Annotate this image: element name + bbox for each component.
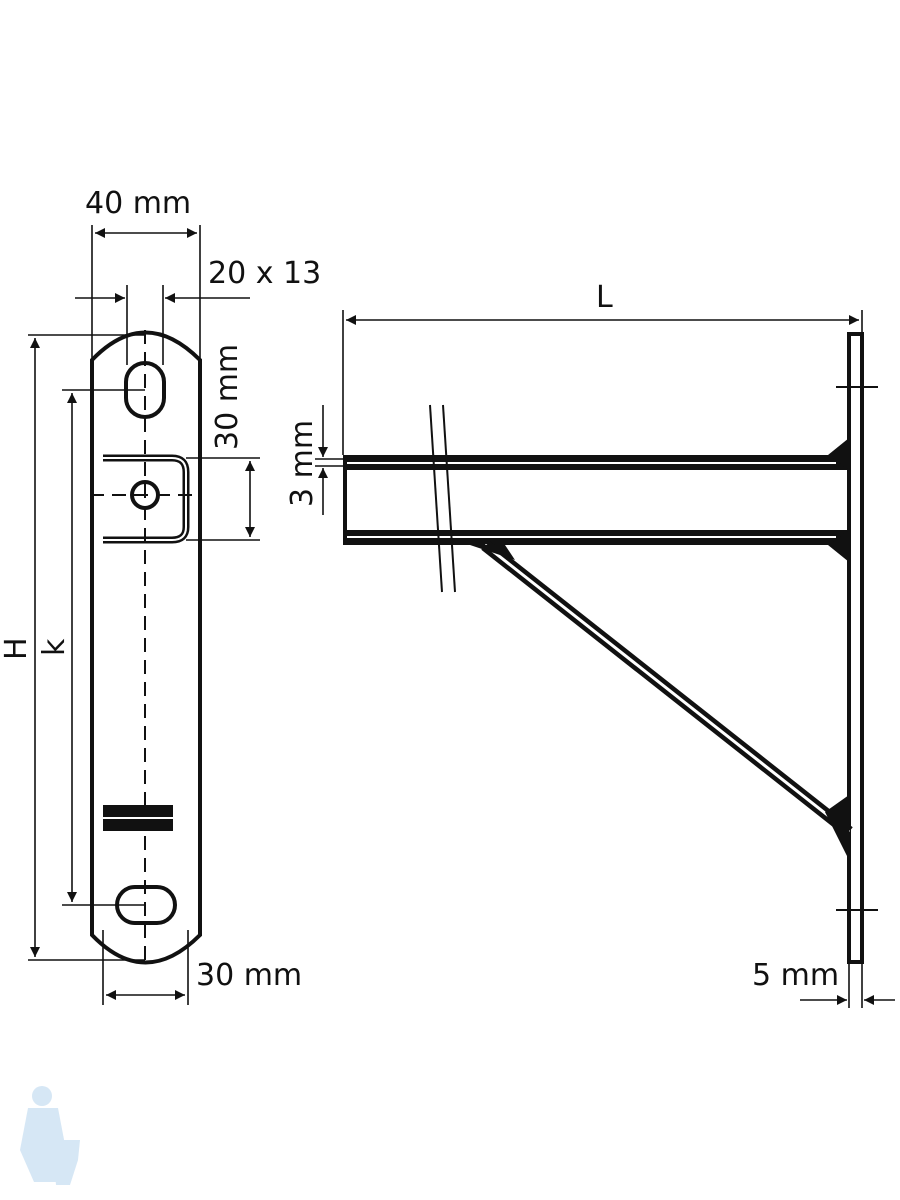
length-L-label: L [596, 280, 613, 315]
plate-5mm-label: 5 mm [752, 958, 839, 993]
arm-profile [343, 438, 849, 562]
side-dimensions [315, 310, 895, 1008]
thickness-3mm-label: 3 mm [285, 420, 320, 507]
break-lines [429, 404, 456, 593]
slot-size-label: 20 x 13 [208, 256, 321, 291]
front-view [28, 225, 260, 1005]
plumber-watermark-icon [20, 1086, 80, 1185]
spacing-k-label: k [37, 638, 72, 656]
bottom-30mm-label: 30 mm [196, 958, 302, 993]
width-40mm-label: 40 mm [85, 186, 191, 221]
wall-plate [847, 332, 864, 964]
offset-30mm-label: 30 mm [210, 344, 245, 450]
diagonal-strut [470, 540, 853, 860]
side-view [315, 310, 895, 1008]
height-H-label: H [0, 637, 34, 660]
front-dimensions [28, 225, 260, 1005]
